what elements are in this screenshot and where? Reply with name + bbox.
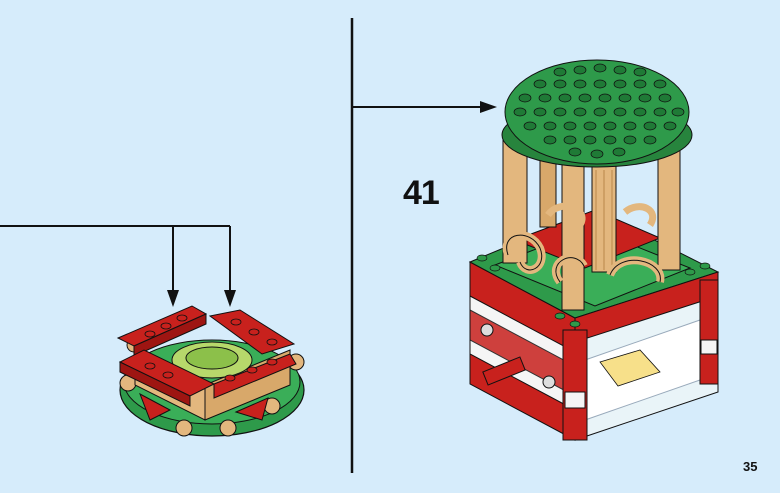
model-carousel bbox=[468, 59, 720, 441]
page-number: 35 bbox=[743, 459, 758, 474]
callout-arrows-left bbox=[0, 225, 236, 307]
callout-arrow-top bbox=[352, 101, 497, 113]
step-number: 41 bbox=[403, 174, 440, 212]
sub-assembly-base bbox=[116, 305, 305, 437]
